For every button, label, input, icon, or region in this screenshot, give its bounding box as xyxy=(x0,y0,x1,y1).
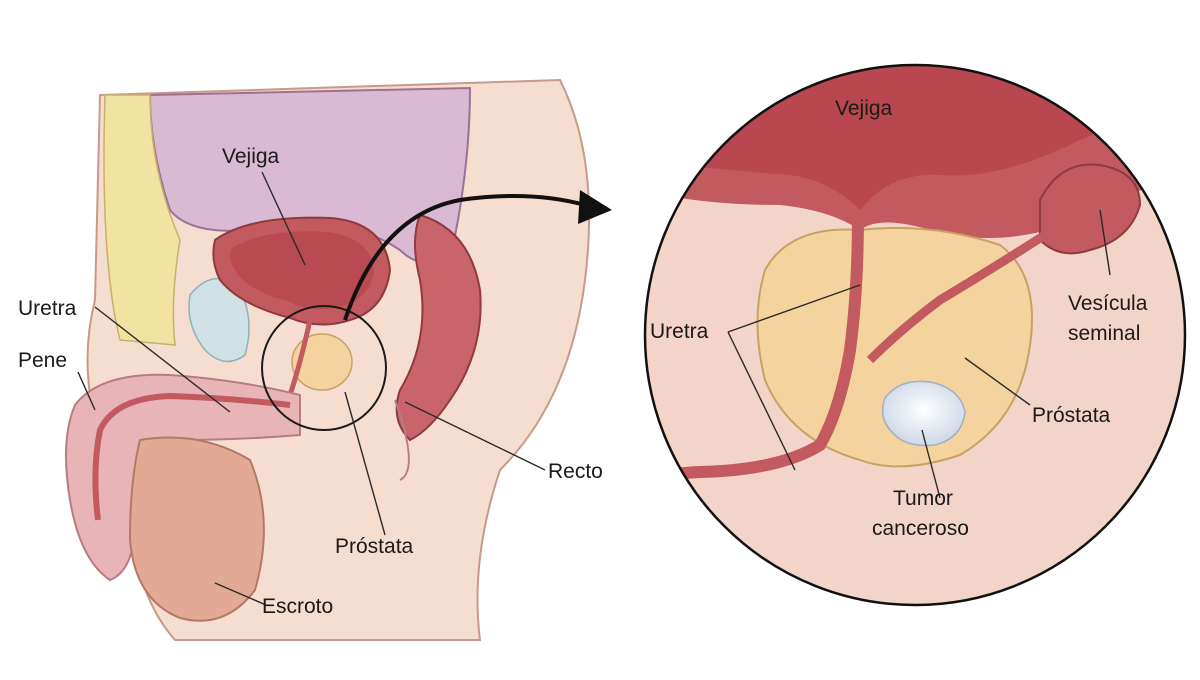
label-prostata-left: Próstata xyxy=(335,535,414,558)
label-vesicula-2: seminal xyxy=(1068,322,1140,345)
bladder-lumen xyxy=(230,231,374,310)
urethra-zoom xyxy=(645,214,864,486)
label-tumor-2: canceroso xyxy=(872,517,969,540)
leader-lines xyxy=(77,171,1111,606)
zoom-arrow xyxy=(343,194,586,321)
label-prostata-zoom: Próstata xyxy=(1032,404,1111,427)
seminal-vesicle xyxy=(1039,163,1142,255)
label-recto: Recto xyxy=(548,460,603,483)
label-vejiga-left: Vejiga xyxy=(222,145,280,168)
prostate-small xyxy=(291,333,353,391)
tumor xyxy=(881,380,966,447)
zoom-circle-border xyxy=(643,63,1187,607)
vas-deferens xyxy=(866,231,1048,364)
label-vejiga-zoom: Vejiga xyxy=(835,97,893,120)
sagittal-view xyxy=(65,78,612,641)
penis-shaft-inner xyxy=(92,392,291,521)
scrotum xyxy=(128,436,265,622)
zoom-arrowhead xyxy=(578,190,612,224)
label-escroto: Escroto xyxy=(262,595,333,618)
label-uretra-left: Uretra xyxy=(18,297,77,320)
abdominal-fat xyxy=(103,94,181,346)
magnifier-circle xyxy=(261,305,387,431)
buttock-outline xyxy=(394,399,410,481)
label-pene: Pene xyxy=(18,349,67,372)
label-uretra-zoom: Uretra xyxy=(650,320,709,343)
rectum xyxy=(395,213,482,442)
label-vesicula-1: Vesícula xyxy=(1068,292,1148,315)
label-tumor-1: Tumor xyxy=(893,487,953,510)
